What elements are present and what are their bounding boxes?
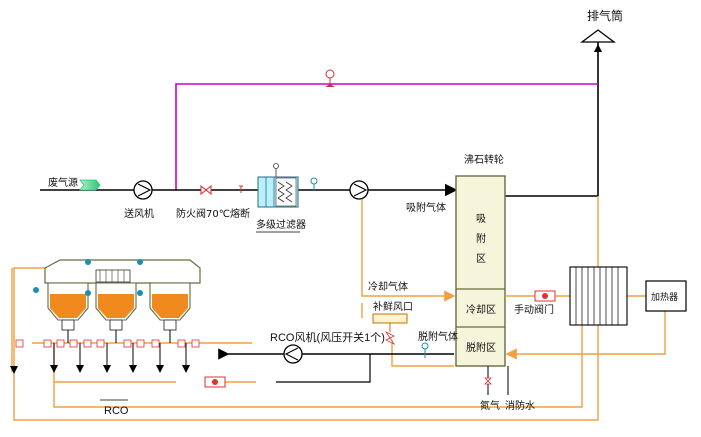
multistage-filter: 多级过滤器 bbox=[256, 163, 306, 233]
rco-unit: RCO bbox=[10, 259, 201, 417]
adsorption-zone-char-1: 吸 bbox=[476, 214, 486, 225]
bypass-valve-icon bbox=[325, 69, 335, 87]
makeup-air-inlet-label: 补鲜风口 bbox=[373, 300, 413, 313]
rco-header-valves bbox=[15, 339, 200, 348]
zeolite-rotor: 沸石转轮 吸 附 区 冷却区 脱附区 bbox=[455, 153, 506, 367]
main-fan bbox=[349, 180, 369, 200]
rco-label: RCO bbox=[104, 405, 129, 417]
manual-valve-label: 手动阀门 bbox=[514, 303, 554, 316]
supply-fan: 送风机 bbox=[124, 180, 154, 220]
desorption-zone-label: 脱附区 bbox=[466, 341, 496, 354]
adsorbed-gas-label: 吸附气体 bbox=[406, 201, 446, 214]
exhaust-stack-label: 排气筒 bbox=[587, 8, 623, 23]
manual-valve: 手动阀门 bbox=[514, 290, 556, 316]
pressure-sensor-icon bbox=[310, 177, 318, 190]
waste-gas-source-label: 废气源 bbox=[48, 176, 78, 189]
desorbed-gas-label: 脱附气体 bbox=[418, 330, 458, 343]
heater-label: 加热器 bbox=[651, 291, 678, 303]
supply-fan-label: 送风机 bbox=[124, 207, 154, 220]
desorbed-gas-sensor-icon bbox=[421, 342, 429, 358]
rco-fan-line: RCO风机(风压开关1个) bbox=[218, 330, 454, 383]
main-gas-line bbox=[40, 183, 598, 197]
adsorption-zone-char-2: 附 bbox=[476, 232, 486, 245]
cooling-zone-label: 冷却区 bbox=[466, 303, 496, 316]
exhaust-stack: 排气筒 bbox=[580, 8, 623, 196]
makeup-air-inlet: 补鲜风口 bbox=[361, 300, 413, 346]
heat-exchanger bbox=[569, 266, 628, 326]
fire-water-inlet: 消防水 bbox=[505, 366, 535, 412]
waste-gas-source: 废气源 bbox=[48, 176, 101, 191]
orange-gas-lines bbox=[11, 196, 666, 421]
fire-damper-label: 防火阀70℃熔断 bbox=[176, 207, 250, 220]
adsorption-zone-char-3: 区 bbox=[476, 253, 486, 265]
heater: 加热器 bbox=[645, 280, 687, 312]
multistage-filter-label: 多级过滤器 bbox=[256, 218, 306, 231]
rco-outlet-valve bbox=[204, 376, 226, 388]
fire-damper: 防火阀70℃熔断 bbox=[176, 184, 250, 220]
nitrogen-inlet: 氮气 bbox=[480, 366, 500, 412]
cooling-gas-label: 冷却气体 bbox=[368, 280, 408, 293]
nitrogen-label: 氮气 bbox=[480, 399, 500, 412]
zeolite-rotor-label: 沸石转轮 bbox=[464, 153, 504, 166]
green-inlet-arrow-icon bbox=[79, 179, 101, 191]
fire-water-label: 消防水 bbox=[505, 399, 535, 412]
bypass-line bbox=[175, 69, 598, 190]
rco-fan-label: RCO风机(风压开关1个) bbox=[270, 330, 385, 344]
